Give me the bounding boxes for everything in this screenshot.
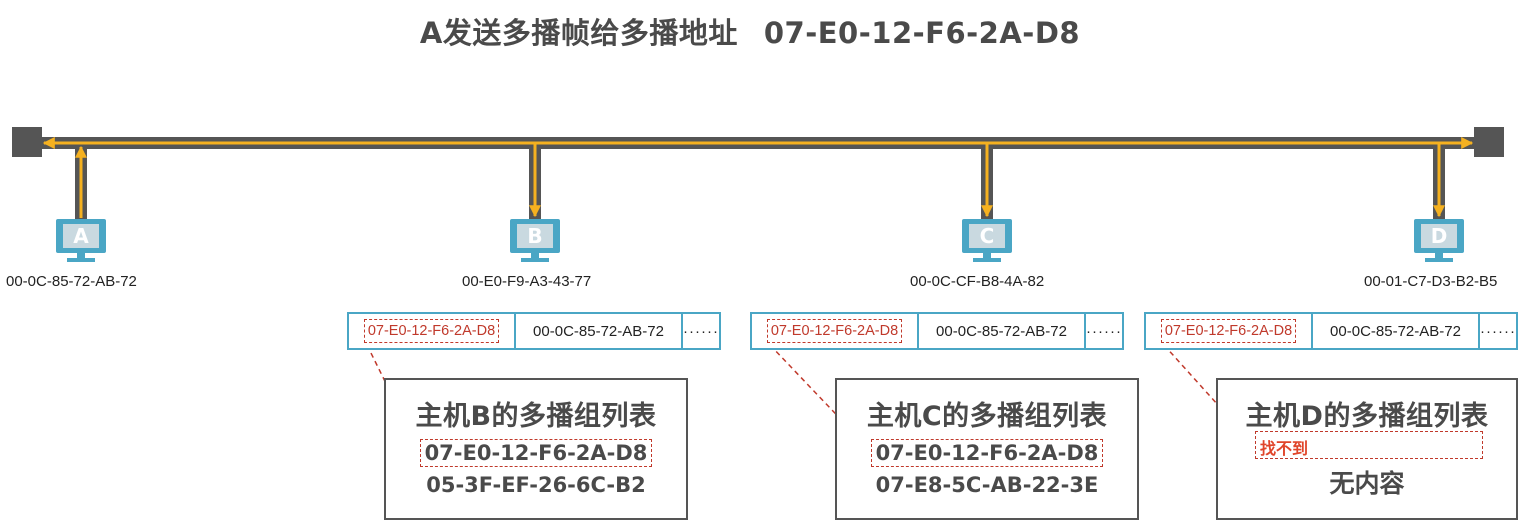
group-title-b: 主机B的多播组列表 (415, 401, 657, 432)
host-c-icon: C (962, 219, 1014, 263)
host-a-icon: A (56, 219, 108, 263)
bus-terminator-left (12, 127, 42, 157)
group-c-entry-2: 07-E8-5C-AB-22-3E (875, 473, 1099, 497)
frame-dest-b: 07-E0-12-F6-2A-D8 (363, 319, 500, 343)
not-found-label: 找不到 (1260, 439, 1309, 458)
frame-src-d: 00-0C-85-72-AB-72 (1313, 314, 1480, 348)
host-d-mac: 00-01-C7-D3-B2-B5 (1364, 273, 1498, 290)
group-title-d: 主机D的多播组列表 (1245, 401, 1489, 432)
host-b-mac: 00-E0-F9-A3-43-77 (462, 273, 592, 290)
group-b-entry-2: 05-3F-EF-26-6C-B2 (426, 473, 646, 497)
host-b-icon: B (510, 219, 562, 263)
pointer-c (769, 344, 873, 453)
group-d-empty: 无内容 (1329, 469, 1405, 498)
frame-dest-c: 07-E0-12-F6-2A-D8 (766, 319, 903, 343)
group-list-c: 主机C的多播组列表 07-E0-12-F6-2A-D8 07-E8-5C-AB-… (835, 378, 1139, 520)
frame-at-d: 07-E0-12-F6-2A-D8 00-0C-85-72-AB-72 ····… (1144, 312, 1518, 350)
bus-terminator-right (1474, 127, 1504, 157)
frame-src-b: 00-0C-85-72-AB-72 (516, 314, 683, 348)
host-b-label: B (517, 224, 553, 248)
host-a-label: A (63, 224, 99, 248)
group-b-entry-match: 07-E0-12-F6-2A-D8 (419, 439, 653, 467)
frame-more-b: ······ (683, 322, 719, 340)
host-d-icon: D (1414, 219, 1466, 263)
frame-at-b: 07-E0-12-F6-2A-D8 00-0C-85-72-AB-72 ····… (347, 312, 721, 350)
host-d-label: D (1421, 224, 1457, 248)
frame-src-c: 00-0C-85-72-AB-72 (919, 314, 1086, 348)
diagram-title: A发送多播帧给多播地址 07-E0-12-F6-2A-D8 (0, 10, 1500, 52)
frame-more-d: ······ (1480, 322, 1516, 340)
group-list-b: 主机B的多播组列表 07-E0-12-F6-2A-D8 05-3F-EF-26-… (384, 378, 688, 520)
frame-more-c: ······ (1086, 322, 1122, 340)
frame-dest-d: 07-E0-12-F6-2A-D8 (1160, 319, 1297, 343)
group-c-entry-match: 07-E0-12-F6-2A-D8 (870, 439, 1104, 467)
host-c-mac: 00-0C-CF-B8-4A-82 (910, 273, 1045, 290)
frame-at-c: 07-E0-12-F6-2A-D8 00-0C-85-72-AB-72 ····… (750, 312, 1124, 350)
group-list-d: 主机D的多播组列表 找不到 无内容 (1216, 378, 1518, 520)
title-address: 07-E0-12-F6-2A-D8 (763, 16, 1081, 50)
title-text: A发送多播帧给多播地址 (419, 16, 738, 50)
not-found-box: 找不到 (1255, 431, 1483, 459)
group-title-c: 主机C的多播组列表 (866, 401, 1108, 432)
host-c-label: C (969, 224, 1005, 248)
host-a-mac: 00-0C-85-72-AB-72 (6, 273, 137, 290)
